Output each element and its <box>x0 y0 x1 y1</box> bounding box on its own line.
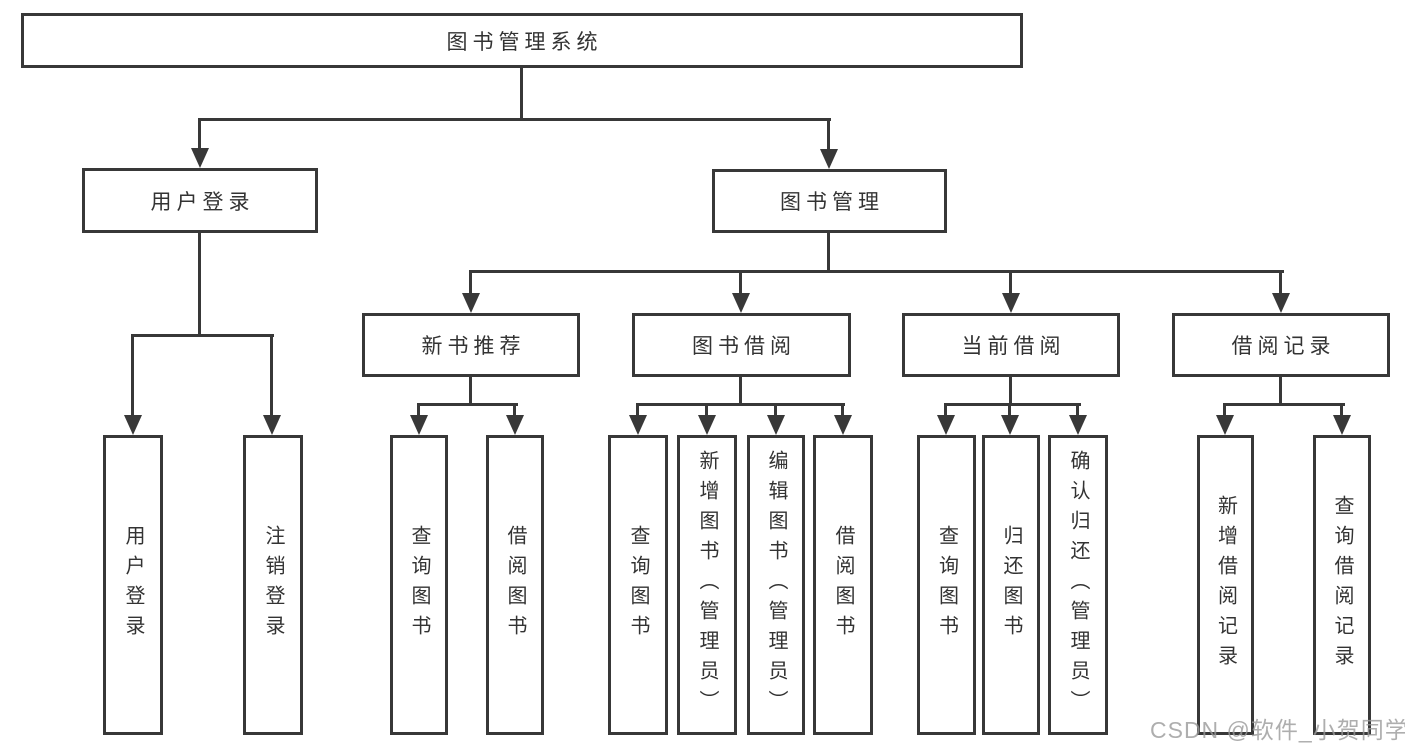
leaf-label: 借阅图书 <box>832 525 854 645</box>
arrowhead <box>1272 293 1290 313</box>
connector-line <box>469 375 472 406</box>
node-label: 图书管理 <box>780 191 884 214</box>
leaf-borrow-books-borrow: 借阅图书 <box>813 435 873 735</box>
leaf-return-book: 归还图书 <box>982 435 1040 735</box>
connector-line <box>520 68 523 121</box>
arrowhead <box>834 415 852 435</box>
arrowhead <box>1333 415 1351 435</box>
arrowhead <box>462 293 480 313</box>
leaf-label: 查询图书 <box>627 525 649 645</box>
node-label: 图书借阅 <box>692 335 796 358</box>
node-current-borrow: 当前借阅 <box>902 313 1120 377</box>
connector-line <box>1009 375 1012 406</box>
connector-line <box>131 334 134 418</box>
connector-line <box>417 403 420 417</box>
connector-line <box>469 270 1284 273</box>
leaf-query-books-current: 查询图书 <box>917 435 976 735</box>
connector-line <box>636 403 639 417</box>
csdn-watermark: CSDN @软件_小贺同学 <box>1150 717 1405 743</box>
connector-line <box>198 118 201 151</box>
leaf-label: 借阅图书 <box>504 525 526 645</box>
connector-line <box>1008 403 1011 417</box>
connector-line <box>1076 403 1079 417</box>
leaf-borrow-books-recommend: 借阅图书 <box>486 435 544 735</box>
leaf-confirm-return-admin: 确认归还（管理员） <box>1048 435 1108 735</box>
connector-line <box>417 403 518 406</box>
connector-line <box>198 232 201 336</box>
connector-line <box>513 403 516 417</box>
arrowhead <box>124 415 142 435</box>
connector-line <box>131 334 274 337</box>
arrowhead <box>698 415 716 435</box>
leaf-label: 新增图书（管理员） <box>696 450 718 720</box>
connector-line <box>469 270 472 295</box>
leaf-label: 归还图书 <box>1000 525 1022 645</box>
leaf-user-login: 用户登录 <box>103 435 163 735</box>
leaf-label: 编辑图书（管理员） <box>765 450 787 720</box>
node-new-book-recommend: 新书推荐 <box>362 313 580 377</box>
connector-line <box>1009 270 1012 295</box>
leaf-label: 注销登录 <box>262 525 284 645</box>
arrowhead <box>506 415 524 435</box>
node-label: 用户登录 <box>150 190 255 214</box>
connector-line <box>198 118 831 121</box>
leaf-label: 确认归还（管理员） <box>1067 450 1089 720</box>
leaf-query-books-recommend: 查询图书 <box>390 435 448 735</box>
connector-line <box>1223 403 1226 417</box>
connector-line <box>1223 403 1345 406</box>
connector-line <box>1279 270 1282 295</box>
connector-line <box>705 403 708 417</box>
leaf-edit-book-admin: 编辑图书（管理员） <box>747 435 805 735</box>
arrowhead <box>191 148 209 168</box>
node-borrow-records: 借阅记录 <box>1172 313 1390 377</box>
leaf-label: 查询借阅记录 <box>1331 495 1353 675</box>
arrowhead <box>767 415 785 435</box>
connector-line <box>739 375 742 406</box>
node-book-management: 图书管理 <box>712 169 947 233</box>
leaf-add-borrow-record: 新增借阅记录 <box>1197 435 1254 735</box>
arrowhead <box>1001 415 1019 435</box>
connector-line <box>827 232 830 273</box>
leaf-label: 新增借阅记录 <box>1214 495 1237 675</box>
arrowhead <box>629 415 647 435</box>
leaf-label: 用户登录 <box>122 525 144 645</box>
leaf-label: 查询图书 <box>408 525 430 645</box>
arrowhead <box>937 415 955 435</box>
connector-line <box>827 118 830 152</box>
arrowhead <box>1069 415 1087 435</box>
connector-line <box>944 403 1081 406</box>
connector-line <box>944 403 947 417</box>
node-label: 新书推荐 <box>421 335 526 358</box>
connector-line <box>270 334 273 418</box>
leaf-label: 查询图书 <box>935 525 958 645</box>
leaf-query-borrow-record: 查询借阅记录 <box>1313 435 1371 735</box>
arrowhead <box>732 293 750 313</box>
node-root: 图书管理系统 <box>21 13 1023 68</box>
connector-line <box>774 403 777 417</box>
connector-line <box>739 270 742 295</box>
leaf-add-book-admin: 新增图书（管理员） <box>677 435 737 735</box>
arrowhead <box>1002 293 1020 313</box>
node-book-borrow: 图书借阅 <box>632 313 851 377</box>
node-label: 当前借阅 <box>961 335 1066 358</box>
arrowhead <box>1216 415 1234 435</box>
arrowhead <box>263 415 281 435</box>
node-label: 借阅记录 <box>1231 335 1336 358</box>
node-root-label: 图书管理系统 <box>446 30 603 54</box>
node-user-login: 用户登录 <box>82 168 318 233</box>
connector-line <box>636 403 845 406</box>
arrowhead <box>820 149 838 169</box>
connector-line <box>1340 403 1343 417</box>
arrowhead <box>410 415 428 435</box>
leaf-logout: 注销登录 <box>243 435 303 735</box>
connector-line <box>1279 375 1282 406</box>
connector-line <box>841 403 844 417</box>
leaf-query-books-borrow: 查询图书 <box>608 435 668 735</box>
